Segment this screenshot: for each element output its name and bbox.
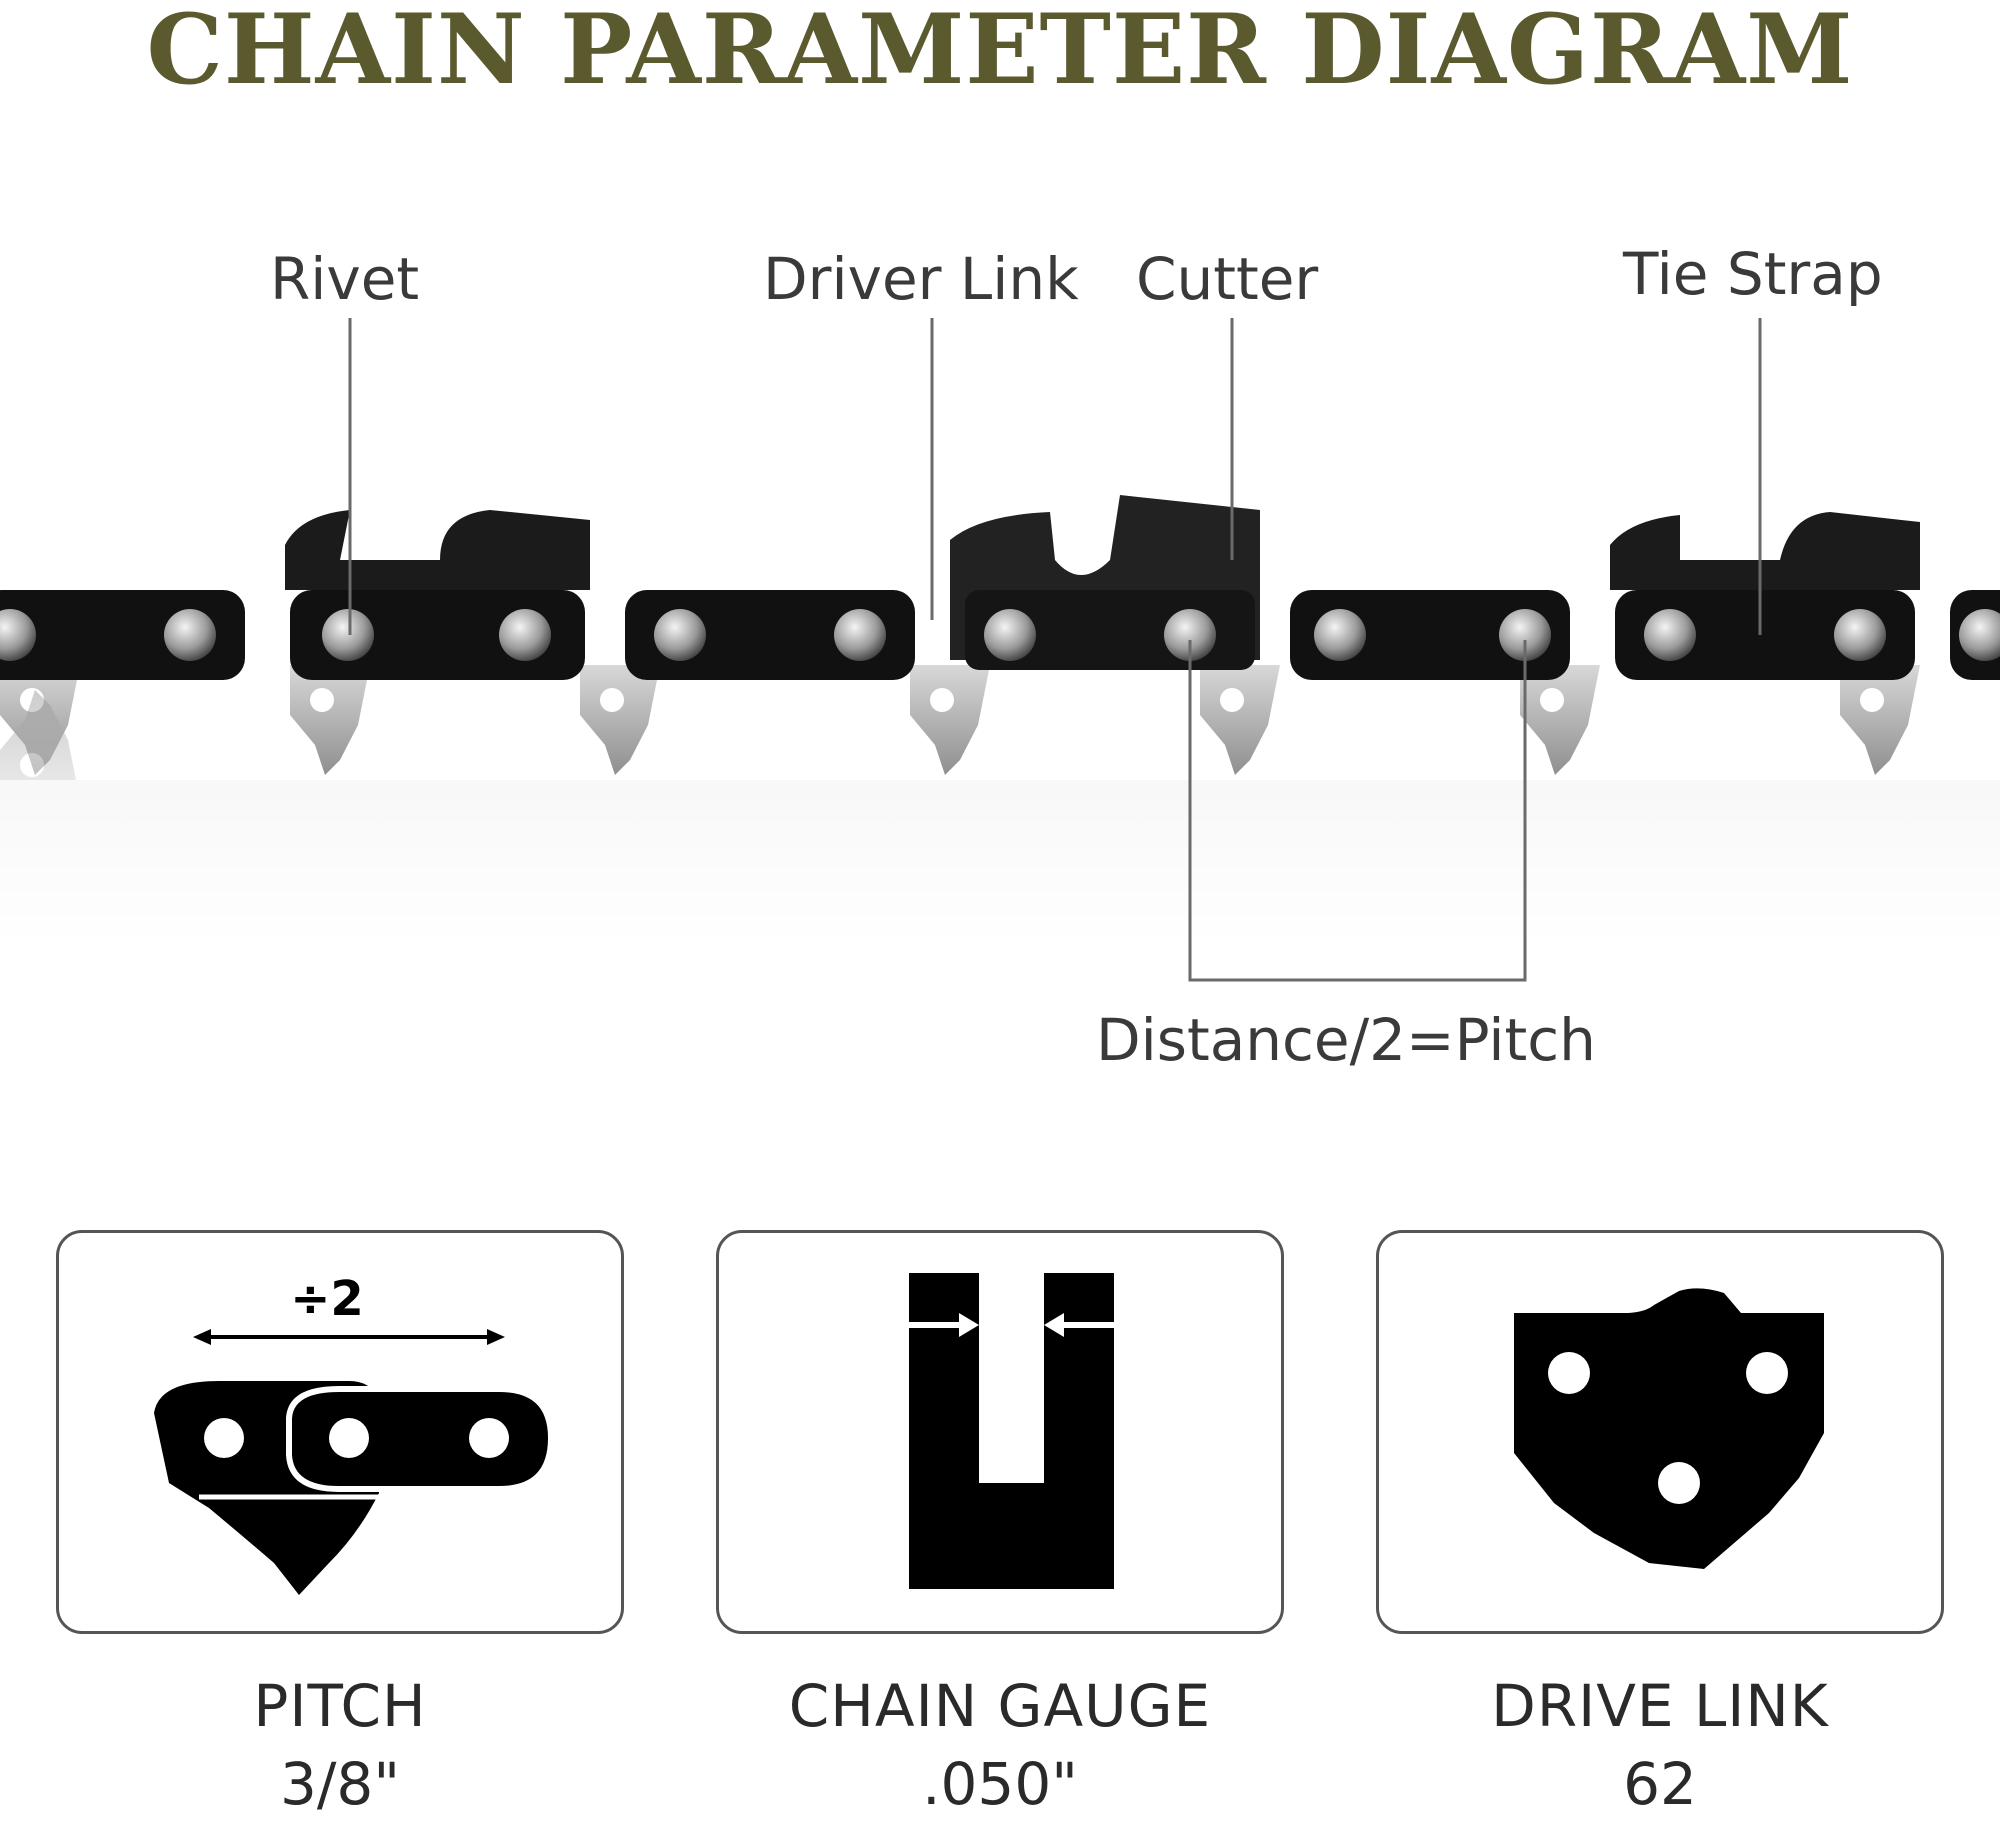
driver-link-callout: Driver Link [763, 245, 1079, 313]
cutter-top [1610, 512, 1920, 590]
drive-link-icon [1514, 1288, 1824, 1569]
pitch-divide-text: ÷2 [290, 1271, 364, 1327]
cutter-callout: Cutter [1136, 245, 1319, 313]
rivets [0, 609, 2000, 661]
drive-link-label: DRIVE LINK [1491, 1672, 1829, 1740]
chain-gauge-value: .050" [922, 1750, 1078, 1818]
pitch-bracket [1188, 640, 1527, 982]
chain-illustration [0, 318, 2000, 982]
drive-teeth [0, 665, 1920, 775]
pitch-card: ÷2 [56, 1230, 624, 1634]
pitch-icon: ÷2 [154, 1271, 555, 1595]
pitch-label: PITCH [253, 1672, 427, 1740]
tie-strap-callout: Tie Strap [1623, 240, 1883, 308]
chain-gauge-label: CHAIN GAUGE [788, 1672, 1212, 1740]
drive-link-card [1376, 1230, 1944, 1634]
callout-lines [348, 318, 1762, 982]
drive-link-value: 62 [1623, 1750, 1697, 1818]
pitch-formula-callout: Distance/2=Pitch [1096, 1006, 1596, 1074]
rivet-callout: Rivet [270, 245, 420, 313]
chain-gauge-card [716, 1230, 1284, 1634]
cutter-top [285, 510, 590, 590]
side-links [0, 590, 2000, 680]
pitch-value: 3/8" [279, 1750, 401, 1818]
gauge-icon [909, 1273, 1114, 1589]
page-title: CHAIN PARAMETER DIAGRAM [146, 0, 1854, 106]
